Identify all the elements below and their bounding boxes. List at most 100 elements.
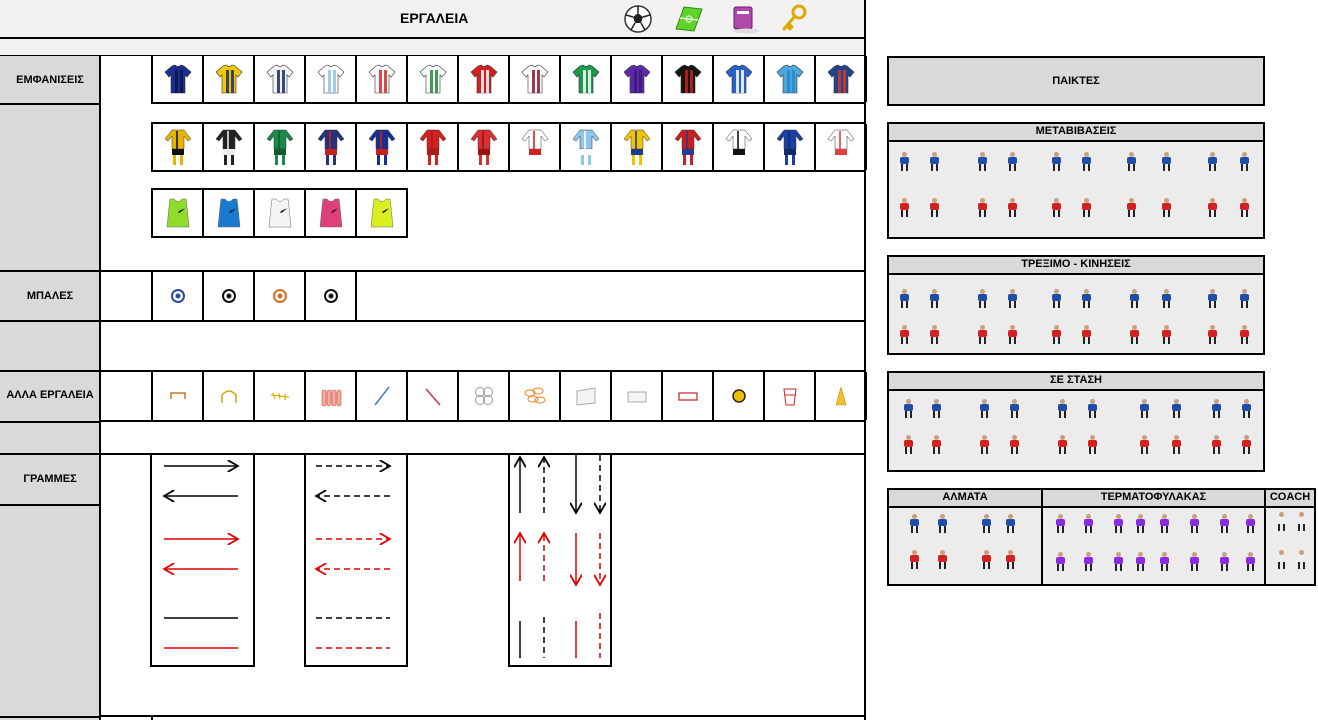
running-player-figure[interactable]: [1207, 289, 1217, 309]
standing-player-figure[interactable]: [1087, 399, 1097, 419]
standing-player-figure[interactable]: [1087, 435, 1097, 455]
notebook-icon[interactable]: [728, 3, 760, 35]
transition-player-figure[interactable]: [929, 152, 939, 172]
ball-cell[interactable]: [255, 272, 306, 320]
bib-cell[interactable]: [306, 190, 357, 236]
shirt-cell[interactable]: [510, 56, 561, 102]
running-player-figure[interactable]: [1051, 289, 1061, 309]
kit-cell[interactable]: [663, 124, 714, 170]
transition-player-figure[interactable]: [1007, 198, 1017, 218]
tool-cell[interactable]: [663, 372, 714, 420]
tool-cell[interactable]: [765, 372, 816, 420]
transition-player-figure[interactable]: [1161, 152, 1171, 172]
shirt-cell[interactable]: [612, 56, 663, 102]
standing-player-figure[interactable]: [979, 435, 989, 455]
bib-cell[interactable]: [204, 190, 255, 236]
standing-player-figure[interactable]: [1057, 399, 1067, 419]
coach-figure[interactable]: [1276, 512, 1286, 532]
kit-cell[interactable]: [204, 124, 255, 170]
bib-cell[interactable]: [255, 190, 306, 236]
shirt-cell[interactable]: [306, 56, 357, 102]
tool-cell[interactable]: [510, 372, 561, 420]
goalkeeper-figure-figure[interactable]: [1113, 514, 1123, 534]
jumping-player-figure[interactable]: [909, 514, 919, 534]
jumping-player-figure[interactable]: [1005, 550, 1015, 570]
kit-cell[interactable]: [765, 124, 816, 170]
shirt-cell[interactable]: [765, 56, 816, 102]
transition-player-figure[interactable]: [1239, 198, 1249, 218]
standing-player-figure[interactable]: [1009, 399, 1019, 419]
kit-cell[interactable]: [816, 124, 867, 170]
running-player-figure[interactable]: [1161, 289, 1171, 309]
running-player-figure[interactable]: [1007, 289, 1017, 309]
tool-cell[interactable]: [561, 372, 612, 420]
coach-figure[interactable]: [1296, 512, 1306, 532]
standing-player-figure[interactable]: [1241, 399, 1251, 419]
jumping-player-figure[interactable]: [909, 550, 919, 570]
key-icon[interactable]: [778, 3, 810, 35]
standing-player-figure[interactable]: [903, 435, 913, 455]
jumping-player-figure[interactable]: [937, 514, 947, 534]
transition-player-figure[interactable]: [1081, 198, 1091, 218]
standing-player-figure[interactable]: [1009, 435, 1019, 455]
goalkeeper-figure-figure[interactable]: [1219, 514, 1229, 534]
ball-cell[interactable]: [306, 272, 357, 320]
kit-cell[interactable]: [612, 124, 663, 170]
transition-player-figure[interactable]: [1239, 152, 1249, 172]
standing-player-figure[interactable]: [931, 435, 941, 455]
goalkeeper-figure-figure[interactable]: [1159, 552, 1169, 572]
transition-player-figure[interactable]: [1081, 152, 1091, 172]
kit-cell[interactable]: [510, 124, 561, 170]
bib-cell[interactable]: [357, 190, 408, 236]
goalkeeper-figure-figure[interactable]: [1245, 514, 1255, 534]
standing-player-figure[interactable]: [1211, 435, 1221, 455]
running-player-figure[interactable]: [1239, 325, 1249, 345]
transition-player-figure[interactable]: [1161, 198, 1171, 218]
transition-player-figure[interactable]: [899, 152, 909, 172]
running-player-figure[interactable]: [1081, 289, 1091, 309]
goalkeeper-figure-figure[interactable]: [1083, 552, 1093, 572]
shirt-cell[interactable]: [408, 56, 459, 102]
transition-player-figure[interactable]: [1051, 152, 1061, 172]
ball-cell[interactable]: [153, 272, 204, 320]
transition-player-figure[interactable]: [1126, 198, 1136, 218]
kit-cell[interactable]: [255, 124, 306, 170]
goalkeeper-figure-figure[interactable]: [1135, 552, 1145, 572]
coach-figure[interactable]: [1296, 550, 1306, 570]
shirt-cell[interactable]: [663, 56, 714, 102]
goalkeeper-figure-figure[interactable]: [1189, 552, 1199, 572]
goalkeeper-figure-figure[interactable]: [1219, 552, 1229, 572]
running-player-figure[interactable]: [1239, 289, 1249, 309]
goalkeeper-figure-figure[interactable]: [1245, 552, 1255, 572]
tool-cell[interactable]: [408, 372, 459, 420]
pitch-icon[interactable]: [672, 3, 704, 35]
tool-cell[interactable]: [714, 372, 765, 420]
running-player-figure[interactable]: [929, 289, 939, 309]
running-player-figure[interactable]: [1081, 325, 1091, 345]
tool-cell[interactable]: [306, 372, 357, 420]
standing-player-figure[interactable]: [903, 399, 913, 419]
transition-player-figure[interactable]: [1207, 198, 1217, 218]
standing-player-figure[interactable]: [1241, 435, 1251, 455]
soccer-ball-icon[interactable]: [622, 3, 654, 35]
running-player-figure[interactable]: [899, 289, 909, 309]
transition-player-figure[interactable]: [899, 198, 909, 218]
running-player-figure[interactable]: [1007, 325, 1017, 345]
goalkeeper-figure-figure[interactable]: [1135, 514, 1145, 534]
ball-cell[interactable]: [204, 272, 255, 320]
running-player-figure[interactable]: [1129, 289, 1139, 309]
jumping-player-figure[interactable]: [981, 514, 991, 534]
running-player-figure[interactable]: [977, 289, 987, 309]
jumping-player-figure[interactable]: [981, 550, 991, 570]
transition-player-figure[interactable]: [929, 198, 939, 218]
kit-cell[interactable]: [408, 124, 459, 170]
kit-cell[interactable]: [561, 124, 612, 170]
tool-cell[interactable]: [357, 372, 408, 420]
tool-cell[interactable]: [255, 372, 306, 420]
running-player-figure[interactable]: [899, 325, 909, 345]
kit-cell[interactable]: [459, 124, 510, 170]
running-player-figure[interactable]: [1207, 325, 1217, 345]
shirt-cell[interactable]: [816, 56, 867, 102]
goalkeeper-figure-figure[interactable]: [1083, 514, 1093, 534]
tool-cell[interactable]: [204, 372, 255, 420]
